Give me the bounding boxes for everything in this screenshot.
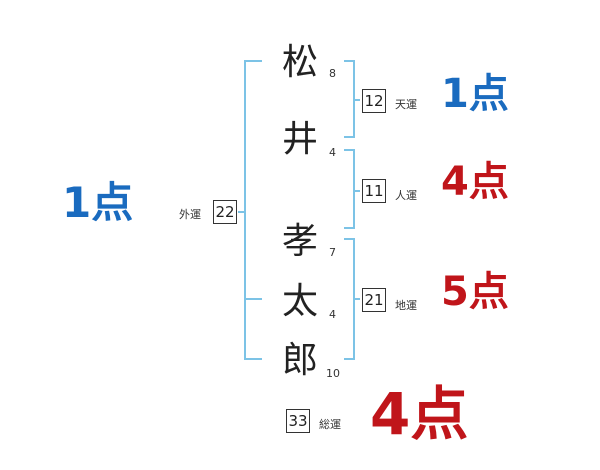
souun-label: 総運	[319, 418, 341, 431]
tenun-value-box: 12	[362, 89, 386, 113]
jinun-label: 人運	[395, 189, 417, 202]
souun-score: 4点	[370, 380, 469, 448]
outer-bracket	[244, 60, 262, 360]
gaiun-score: 1点	[62, 178, 134, 227]
chiun-label: 地運	[395, 299, 417, 312]
gaiun-value-box: 22	[213, 200, 237, 224]
souun-value-box: 33	[286, 409, 310, 433]
name-char-4: 太	[282, 281, 319, 322]
name-char-3: 孝	[282, 221, 319, 262]
stroke-count-1: 8	[329, 67, 336, 80]
jinun-bracket	[344, 149, 355, 229]
gaiun-label: 外運	[179, 208, 201, 221]
jinun-score: 4点	[441, 159, 509, 205]
stroke-count-3: 7	[329, 246, 336, 259]
tenun-score: 1点	[441, 71, 509, 117]
tenun-label: 天運	[395, 98, 417, 111]
name-char-1: 松	[282, 42, 319, 83]
stroke-count-4: 4	[329, 308, 336, 321]
chiun-value-box: 21	[362, 288, 386, 312]
chiun-bracket	[344, 238, 355, 360]
stroke-count-5: 10	[326, 367, 340, 380]
stroke-count-2: 4	[329, 146, 336, 159]
jinun-value-box: 11	[362, 179, 386, 203]
name-char-2: 井	[282, 119, 319, 160]
chiun-score: 5点	[441, 269, 509, 315]
tenun-bracket	[344, 60, 355, 138]
name-char-5: 郎	[282, 340, 319, 381]
